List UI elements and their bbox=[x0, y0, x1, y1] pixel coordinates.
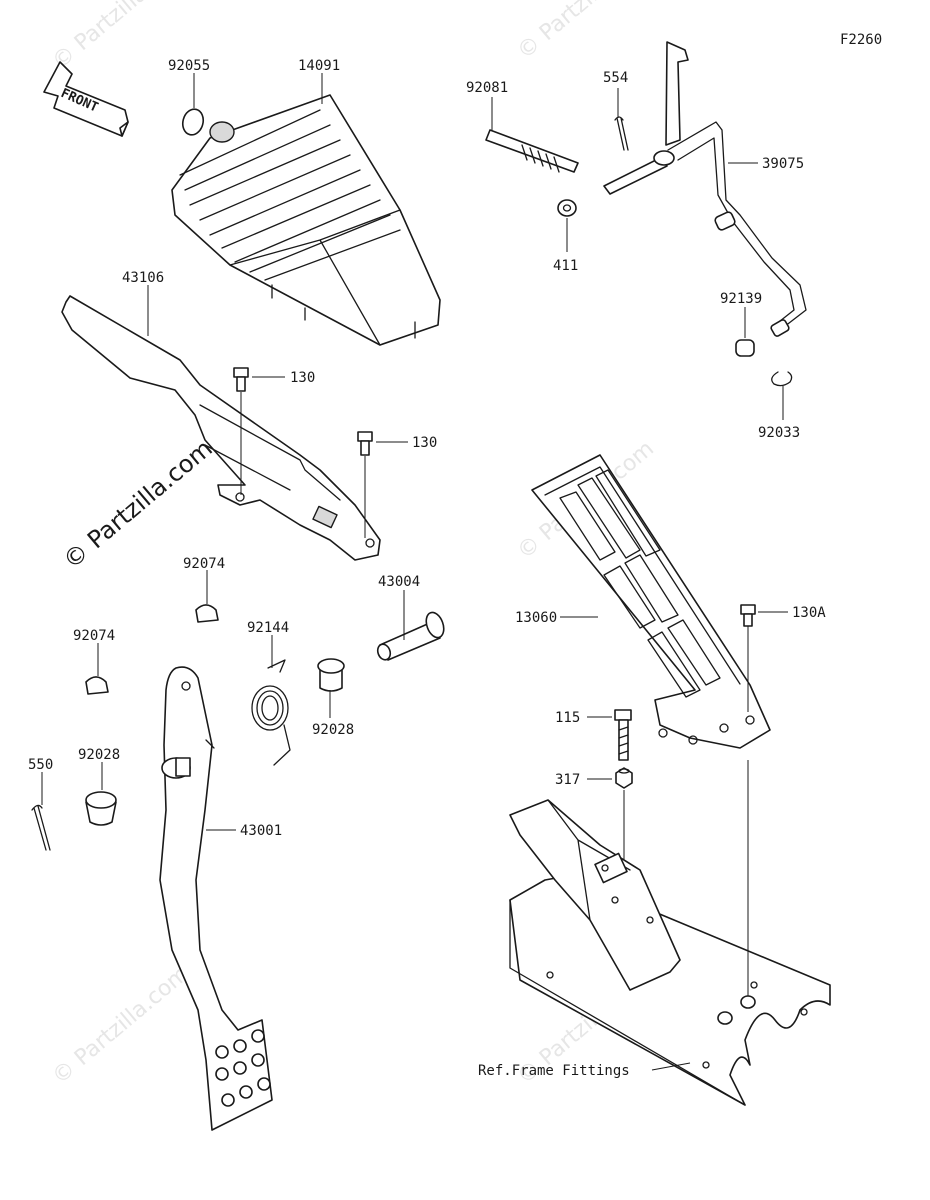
bushing-92139 bbox=[735, 339, 755, 357]
label-13060: 13060 bbox=[515, 610, 557, 626]
reference-label: Ref.Frame Fittings bbox=[478, 1063, 630, 1079]
cotter-pin-550 bbox=[31, 804, 51, 851]
front-arrow-icon: FRONT bbox=[43, 61, 129, 137]
watermark-text: © Partzilla.com bbox=[48, 961, 194, 1089]
label-92074-upper: 92074 bbox=[183, 556, 225, 572]
label-92028-left: 92028 bbox=[78, 747, 120, 763]
label-14091: 14091 bbox=[298, 58, 340, 74]
label-411: 411 bbox=[553, 258, 578, 274]
spring-92144 bbox=[251, 659, 291, 766]
label-317: 317 bbox=[555, 772, 580, 788]
label-92139: 92139 bbox=[720, 291, 762, 307]
label-130-right: 130 bbox=[412, 435, 437, 451]
label-43001: 43001 bbox=[240, 823, 282, 839]
stopper-92074-upper bbox=[195, 604, 219, 623]
label-43004: 43004 bbox=[378, 574, 420, 590]
label-92074-lower: 92074 bbox=[73, 628, 115, 644]
nut-317 bbox=[615, 767, 633, 789]
partzilla-watermark: © Partzilla.com bbox=[58, 434, 218, 574]
label-92144: 92144 bbox=[247, 620, 289, 636]
label-92028-right: 92028 bbox=[312, 722, 354, 738]
washer-411 bbox=[557, 199, 577, 217]
cotter-pin-554 bbox=[614, 116, 629, 151]
label-43106: 43106 bbox=[122, 270, 164, 286]
label-39075: 39075 bbox=[762, 156, 804, 172]
label-550: 550 bbox=[28, 757, 53, 773]
rod-92081 bbox=[485, 129, 579, 173]
label-115: 115 bbox=[555, 710, 580, 726]
pedal-13060 bbox=[531, 454, 771, 749]
label-92081: 92081 bbox=[466, 80, 508, 96]
bushing-92028-left bbox=[85, 791, 117, 826]
pedal-43001 bbox=[159, 666, 273, 1131]
figure-code: F2260 bbox=[840, 32, 882, 48]
pin-43004 bbox=[376, 611, 445, 661]
bolt-130A bbox=[740, 604, 756, 712]
label-130-top: 130 bbox=[290, 370, 315, 386]
bushing-92028-right bbox=[317, 658, 345, 692]
label-130A: 130A bbox=[792, 605, 826, 621]
clip-92033 bbox=[771, 371, 793, 387]
o-ring-92055 bbox=[181, 108, 205, 136]
label-92055: 92055 bbox=[168, 58, 210, 74]
bolt-130-top bbox=[233, 367, 249, 495]
label-554: 554 bbox=[603, 70, 628, 86]
bolt-130-right bbox=[357, 431, 373, 538]
label-92033: 92033 bbox=[758, 425, 800, 441]
cover-14091 bbox=[171, 94, 441, 346]
lever-43106 bbox=[61, 295, 381, 561]
bolt-115 bbox=[614, 709, 632, 761]
frame-fittings bbox=[509, 799, 831, 1106]
linkage-39075 bbox=[603, 41, 807, 337]
stopper-92074-lower bbox=[85, 676, 109, 695]
watermark-text: © Partzilla.com bbox=[513, 0, 659, 65]
